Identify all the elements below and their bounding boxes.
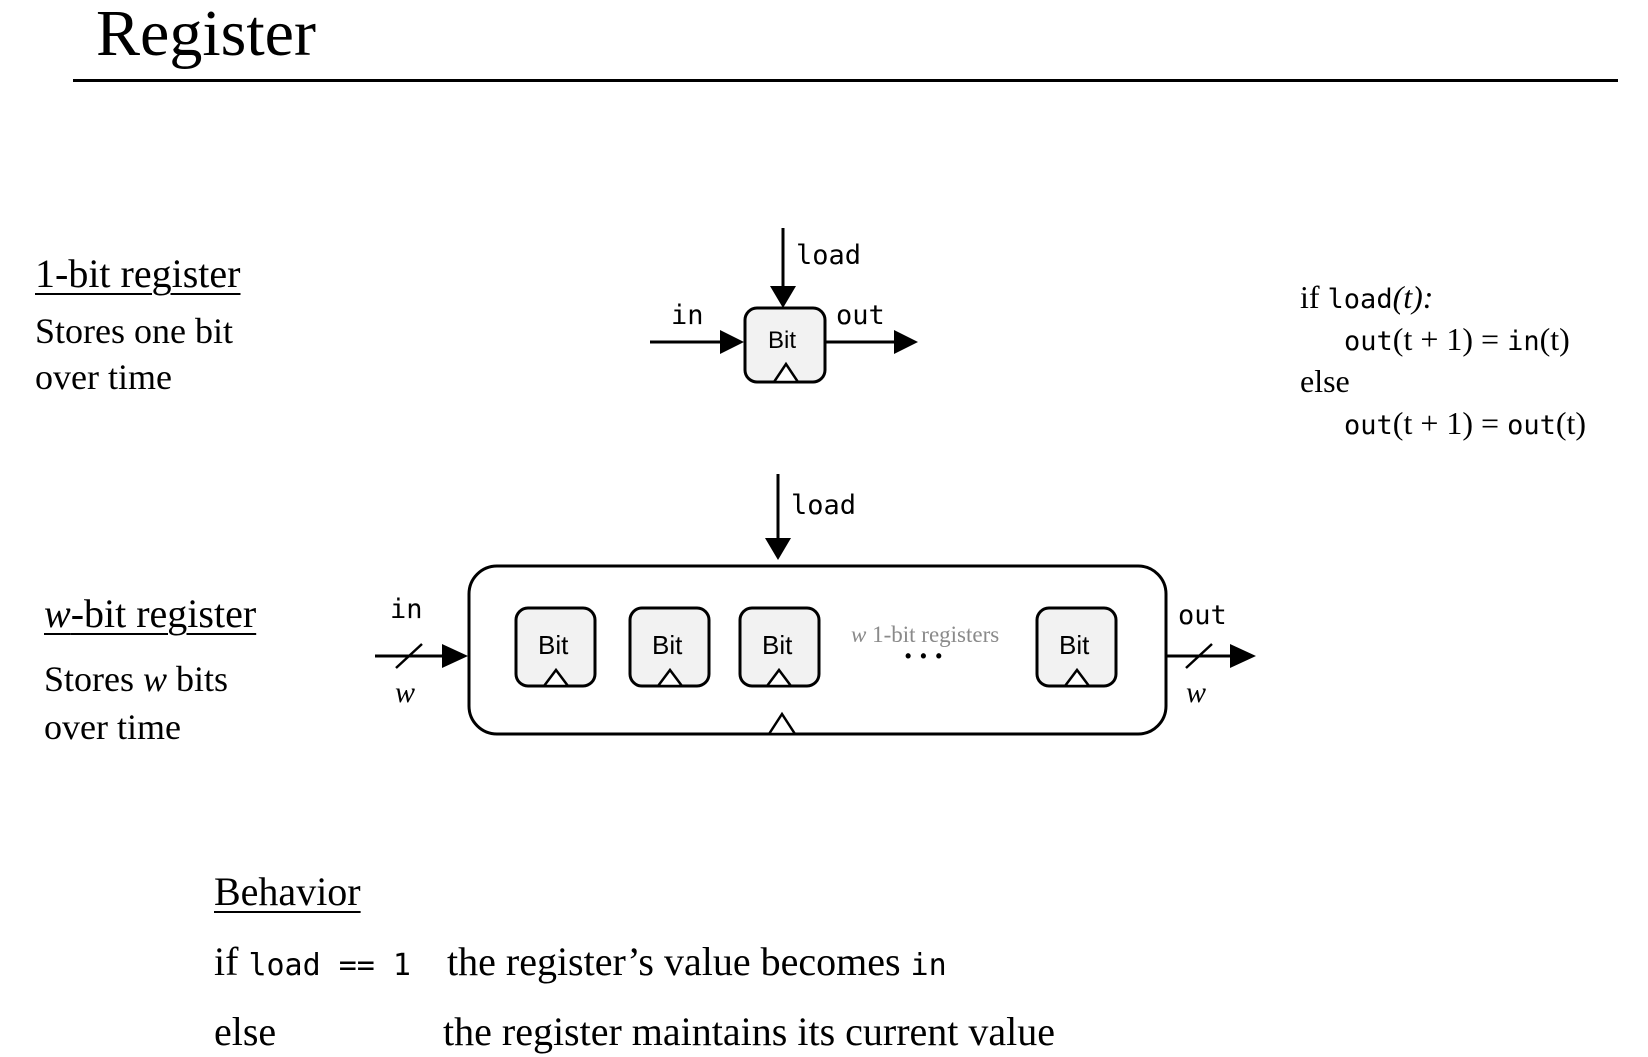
one-bit-out-label: out bbox=[836, 300, 885, 331]
w-bit-in-width: w bbox=[395, 676, 416, 709]
w-bit-chip-4-clock bbox=[1062, 667, 1092, 688]
w-bit-ellipsis: • • • bbox=[905, 646, 944, 666]
pseudo-t-plus-1b: (t + 1) = bbox=[1392, 405, 1500, 441]
w-bit-load-arrowhead bbox=[765, 538, 791, 560]
title-divider bbox=[73, 79, 1618, 82]
w-bit-chip-2-clock bbox=[655, 667, 685, 688]
pseudo-paren-t-close: (t) bbox=[1539, 321, 1570, 357]
one-bit-chip-label: Bit bbox=[768, 327, 797, 354]
w-bit-heading: w-bit register bbox=[44, 590, 256, 637]
one-bit-in-arrowhead bbox=[720, 330, 744, 354]
w-bit-chip-1-clock bbox=[541, 667, 571, 688]
w-bit-chip-3-label: Bit bbox=[762, 630, 793, 660]
one-bit-out-arrowhead bbox=[894, 330, 918, 354]
w-bit-annotation: w 1-bit registers bbox=[851, 622, 999, 648]
pseudocode-line1: if load(t): bbox=[1300, 276, 1433, 321]
behavior-row1-result: the register’s value becomes in bbox=[447, 938, 947, 990]
w-bit-out-arrowhead bbox=[1230, 644, 1256, 668]
w-bit-desc-line2: over time bbox=[44, 707, 181, 747]
w-bit-out-width: w bbox=[1186, 676, 1207, 709]
w-bit-desc-var: w bbox=[143, 659, 168, 699]
w-bit-annotation-rest: 1-bit registers bbox=[872, 622, 1000, 647]
pseudo-out1: out bbox=[1344, 326, 1393, 357]
w-bit-desc-stores: Stores bbox=[44, 659, 134, 699]
pseudo-if: if bbox=[1300, 279, 1320, 315]
one-bit-desc-line2: over time bbox=[35, 357, 172, 397]
behavior-code: load == 1 bbox=[248, 948, 411, 983]
pseudo-out2: out bbox=[1344, 410, 1393, 441]
pseudo-paren-t-close2: (t) bbox=[1555, 405, 1587, 441]
w-bit-chip-1-label: Bit bbox=[538, 630, 569, 660]
w-bit-chip-3-clock bbox=[764, 667, 794, 688]
one-bit-heading: 1-bit register bbox=[35, 251, 241, 296]
behavior-row1-text: the register’s value becomes bbox=[447, 939, 901, 984]
page-title: Register bbox=[96, 0, 316, 70]
one-bit-desc-line1: Stores one bit bbox=[35, 311, 233, 351]
w-bit-load-label: load bbox=[791, 490, 857, 521]
behavior-heading: Behavior bbox=[214, 869, 361, 914]
pseudo-load: load bbox=[1327, 284, 1393, 315]
w-bit-annotation-var: w bbox=[851, 622, 867, 647]
pseudo-paren-t: (t): bbox=[1392, 279, 1434, 315]
pseudo-in: in bbox=[1507, 326, 1540, 357]
w-bit-chip-4-label: Bit bbox=[1059, 630, 1090, 660]
pseudocode-line4: out(t + 1) = out(t) bbox=[1344, 402, 1586, 447]
pseudo-t-plus-1: (t + 1) = bbox=[1392, 321, 1500, 357]
behavior-row1-in: in bbox=[910, 948, 947, 983]
one-bit-load-arrowhead bbox=[770, 286, 796, 308]
w-bit-out-label: out bbox=[1178, 600, 1227, 631]
pseudocode-line3: else bbox=[1300, 363, 1350, 399]
w-bit-desc-line1: Stores w bits bbox=[44, 656, 228, 702]
w-bit-desc-bits: bits bbox=[176, 659, 229, 699]
pseudocode-line2: out(t + 1) = in(t) bbox=[1344, 318, 1570, 363]
w-bit-in-bus-slash bbox=[395, 643, 423, 669]
one-bit-clock-triangle bbox=[771, 361, 801, 384]
pseudo-out3: out bbox=[1507, 410, 1556, 441]
w-bit-clock-triangle bbox=[766, 711, 798, 736]
behavior-if: if bbox=[214, 939, 239, 984]
behavior-row2-condition: else bbox=[214, 1009, 277, 1054]
w-bit-in-arrowhead bbox=[442, 644, 468, 668]
one-bit-in-label: in bbox=[671, 300, 704, 331]
w-bit-out-bus-slash bbox=[1185, 643, 1213, 669]
w-bit-heading-var: w bbox=[44, 591, 71, 636]
one-bit-load-label: load bbox=[796, 240, 862, 271]
behavior-row1-condition: if load == 1 bbox=[214, 938, 411, 990]
w-bit-chip-2-label: Bit bbox=[652, 630, 683, 660]
behavior-row2-result: the register maintains its current value bbox=[443, 1009, 1056, 1054]
w-bit-heading-rest: -bit register bbox=[70, 591, 257, 636]
w-bit-in-label: in bbox=[390, 594, 423, 625]
